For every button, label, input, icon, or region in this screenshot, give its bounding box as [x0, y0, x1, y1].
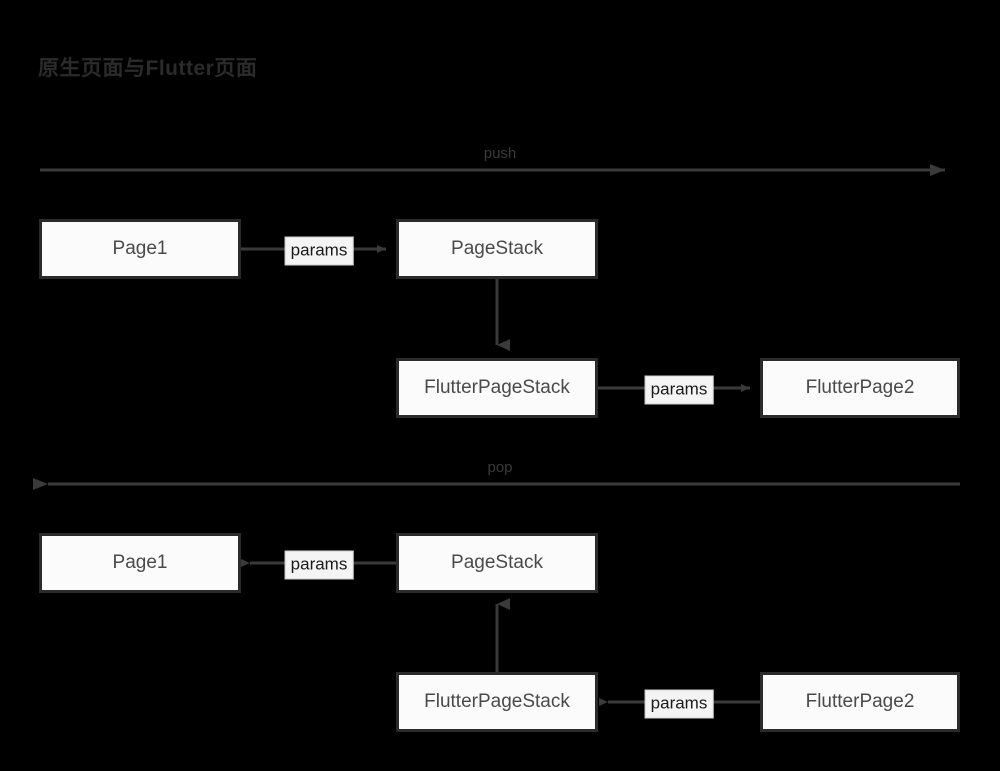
push-section-label: push — [483, 145, 517, 162]
pop-edge-label-params-2: params — [644, 689, 714, 719]
push-edge-label-params-1: params — [284, 236, 354, 266]
pop-node-flutterpage2[interactable]: FlutterPage2 — [760, 672, 960, 732]
push-node-flutterpagestack[interactable]: FlutterPageStack — [396, 358, 598, 418]
page-title: 原生页面与Flutter页面 — [38, 57, 258, 80]
push-node-flutterpage2[interactable]: FlutterPage2 — [760, 358, 960, 418]
pop-section-label: pop — [487, 459, 513, 476]
pop-node-flutterpagestack[interactable]: FlutterPageStack — [396, 672, 598, 732]
push-edge-label-params-2: params — [644, 375, 714, 405]
push-node-pagestack[interactable]: PageStack — [396, 219, 598, 279]
pop-node-page1[interactable]: Page1 — [39, 533, 241, 593]
push-node-page1[interactable]: Page1 — [39, 219, 241, 279]
pop-edge-label-params-1: params — [284, 550, 354, 580]
pop-node-pagestack[interactable]: PageStack — [396, 533, 598, 593]
